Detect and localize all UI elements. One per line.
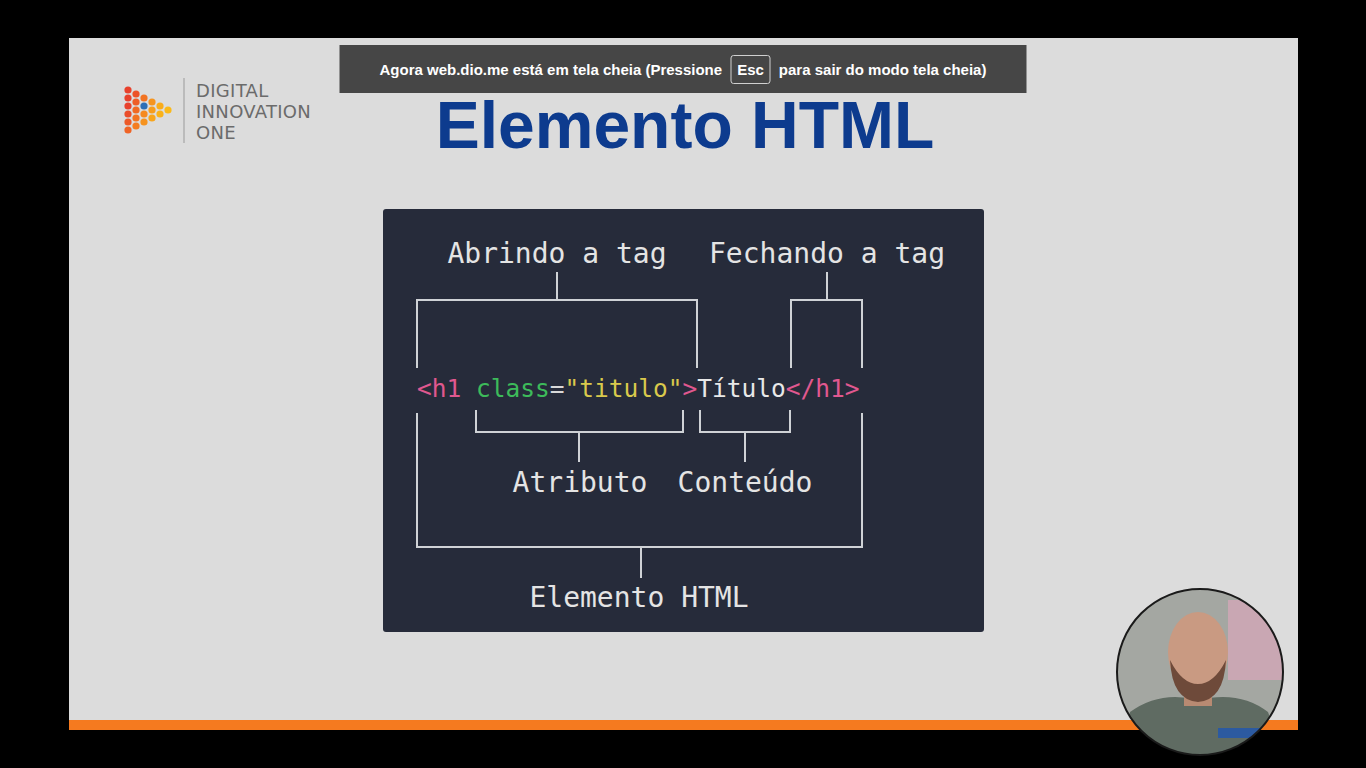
notice-text: Agora web.dio.me está em tela cheia (Pre… (380, 61, 723, 78)
notice-text: para sair do modo tela cheia) (779, 61, 987, 78)
node-text: Esc (737, 61, 764, 78)
key-cap: Esc (730, 55, 771, 84)
webcam-frame (1117, 589, 1283, 755)
code-tag: > (683, 377, 698, 402)
code-attribute: class (476, 377, 550, 402)
code-tag: <h1 (417, 377, 461, 402)
code-value: "titulo" (565, 377, 683, 402)
bracket-label: Elemento HTML (529, 584, 748, 612)
fullscreen-notice: Agora web.dio.me está em tela cheia (Pre… (340, 45, 1027, 93)
bracket (476, 410, 683, 462)
code-panel: Abrindo a tag Fechando a tag <h1 class="tit… (383, 209, 984, 632)
code-content: Título (697, 377, 786, 402)
bracket (417, 272, 697, 368)
logo-word: DIGITAL (196, 80, 268, 101)
bracket-label: Abrindo a tag (447, 240, 666, 268)
bracket (417, 413, 862, 578)
slide-title: Elemento HTML (436, 92, 935, 158)
logo-word: INNOVATION (196, 101, 311, 122)
bracket-label: Fechando a tag (709, 240, 945, 268)
code-tag: </h1> (786, 377, 860, 402)
bracket-lines (383, 209, 984, 632)
code-equals: = (550, 377, 565, 402)
bracket-label: Atributo (513, 469, 648, 497)
bracket (791, 272, 862, 368)
logo-word: ONE (196, 122, 236, 143)
presenter-webcam (1110, 585, 1290, 760)
bracket (700, 410, 790, 462)
logo-divider (184, 78, 185, 143)
code-line: <h1 class="titulo">Título</h1> (417, 377, 860, 402)
slide-accent-bar (69, 720, 1298, 730)
bracket-label: Conteúdo (678, 469, 813, 497)
logo-mark (124, 86, 171, 133)
